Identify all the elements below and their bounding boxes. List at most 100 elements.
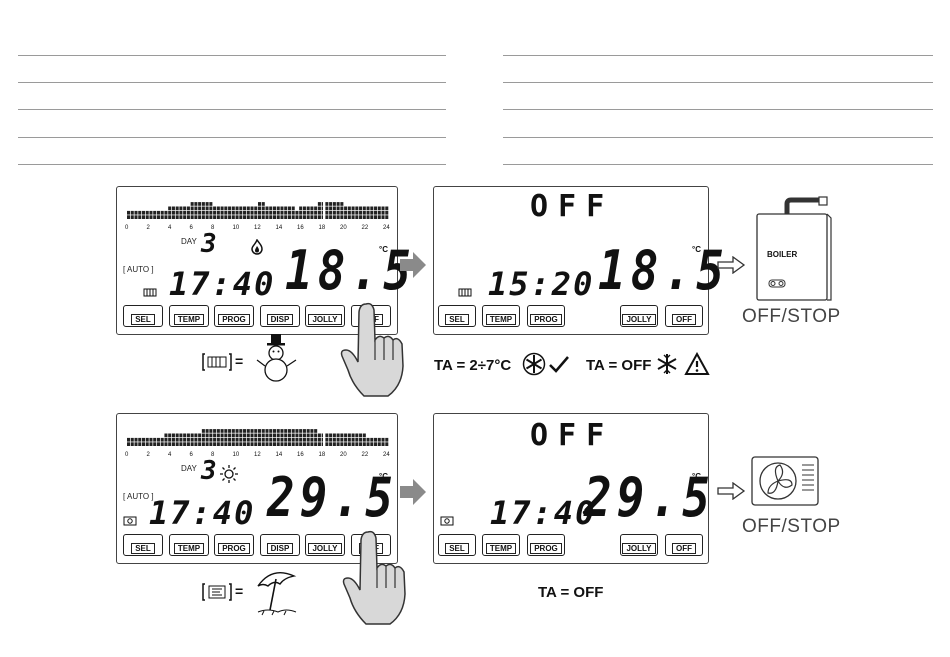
radiator-bracket-icon (202, 353, 232, 371)
jolly-button[interactable]: JOLLY (305, 305, 345, 327)
program-bar-segment (228, 442, 232, 446)
program-bar-segment (205, 202, 209, 206)
program-bar-segment (295, 433, 299, 438)
hour-label: 24 (383, 225, 390, 231)
temperature-reading: 29.5 (584, 466, 715, 529)
ac-status: OFF/STOP (742, 516, 841, 537)
program-bar-segment (243, 215, 247, 219)
temp-button[interactable]: TEMP (482, 534, 520, 556)
program-bar-segment (336, 210, 340, 215)
program-bar-segment (377, 437, 381, 442)
program-bar-segment (246, 442, 250, 446)
program-bar-segment (153, 215, 157, 219)
clock-time: 17:40 (149, 494, 256, 532)
sel-button[interactable]: SEL (438, 534, 476, 556)
program-bar-segment (381, 437, 385, 442)
program-bar-segment (362, 437, 366, 442)
program-bar-segment (347, 437, 351, 442)
temperature-reading: 18.5 (285, 239, 416, 302)
program-bar-segment (194, 206, 198, 211)
sel-button[interactable]: SEL (123, 305, 163, 327)
program-bar-segment (130, 215, 134, 219)
snowman-icon (256, 334, 297, 382)
disp-button[interactable]: DISP (260, 534, 300, 556)
legend-equals: = (235, 353, 244, 369)
temp-button[interactable]: TEMP (169, 305, 209, 327)
temp-button[interactable]: TEMP (169, 534, 209, 556)
program-bar-segment (340, 202, 344, 206)
program-bar-segment (183, 215, 187, 219)
program-bar-segment (258, 429, 262, 433)
mode-indicator: [ AUTO ] (123, 265, 154, 274)
program-bar-segment (370, 210, 374, 215)
program-bar-segment (235, 433, 239, 438)
jolly-button[interactable]: JOLLY (305, 534, 345, 556)
program-bar-segment (190, 202, 194, 206)
hour-label: 22 (361, 452, 369, 458)
temperature-unit: °C (379, 245, 388, 254)
program-bar-segment (201, 202, 205, 206)
temp-button[interactable]: TEMP (482, 305, 520, 327)
program-bar-segment (287, 215, 291, 219)
program-bar-segment (287, 210, 291, 215)
program-bar-segment (213, 433, 217, 438)
program-bar-segment (254, 437, 258, 442)
program-bar-segment (269, 429, 273, 433)
program-bar-segment (381, 206, 385, 211)
program-bar-segment (317, 210, 321, 215)
program-bar-segment (250, 206, 254, 211)
program-bar-segment (310, 437, 314, 442)
program-bar-segment (284, 215, 288, 219)
program-bar-segment (269, 215, 273, 219)
disp-button[interactable]: DISP (260, 305, 300, 327)
program-bar-segment (310, 210, 314, 215)
program-bar-segment (351, 442, 355, 446)
program-bar-segment (179, 206, 183, 211)
sel-button[interactable]: SEL (123, 534, 163, 556)
program-bar-segment (258, 442, 262, 446)
off-button[interactable]: OFF (665, 305, 703, 327)
off-button[interactable]: OFF (665, 534, 703, 556)
program-bar-segment (250, 210, 254, 215)
program-bar-segment (329, 206, 333, 211)
hour-label: 18 (318, 225, 326, 231)
prog-button[interactable]: PROG (214, 534, 254, 556)
flame-icon (251, 239, 263, 255)
program-bar-segment (258, 210, 262, 215)
prog-button[interactable]: PROG (214, 305, 254, 327)
program-bar-segment (145, 442, 149, 446)
jolly-button[interactable]: JOLLY (620, 534, 658, 556)
program-bar-segment (362, 206, 366, 211)
program-bar-segment (190, 210, 194, 215)
program-bar-segment (250, 437, 254, 442)
program-bar-segment (160, 442, 164, 446)
program-bar-segment (235, 206, 239, 211)
program-bar-segment (190, 206, 194, 211)
program-bar-segment (205, 210, 209, 215)
program-bar-segment (168, 442, 172, 446)
program-bar-segment (276, 437, 280, 442)
program-bar-segment (329, 215, 333, 219)
program-bar-segment (325, 210, 329, 215)
program-bar-segment (228, 429, 232, 433)
program-bar-segment (269, 442, 273, 446)
program-bar-segment (325, 433, 329, 438)
program-bar-segment (314, 210, 318, 215)
program-bar-segment (209, 202, 213, 206)
program-bar-segment (276, 206, 280, 211)
program-bar-segment (265, 442, 269, 446)
program-bar-segment (359, 442, 363, 446)
program-bar-segment (153, 210, 157, 215)
program-bar-segment (261, 433, 265, 438)
off-indicator: OFF (530, 189, 615, 224)
boiler-status: OFF/STOP (742, 306, 841, 327)
program-bar-segment (224, 210, 228, 215)
program-bar-segment (344, 215, 348, 219)
program-bar-segment (168, 206, 172, 211)
sel-button[interactable]: SEL (438, 305, 476, 327)
jolly-button[interactable]: JOLLY (620, 305, 658, 327)
prog-button[interactable]: PROG (527, 534, 565, 556)
prog-button[interactable]: PROG (527, 305, 565, 327)
program-bar-segment (220, 206, 224, 211)
program-bar-segment (213, 206, 217, 211)
